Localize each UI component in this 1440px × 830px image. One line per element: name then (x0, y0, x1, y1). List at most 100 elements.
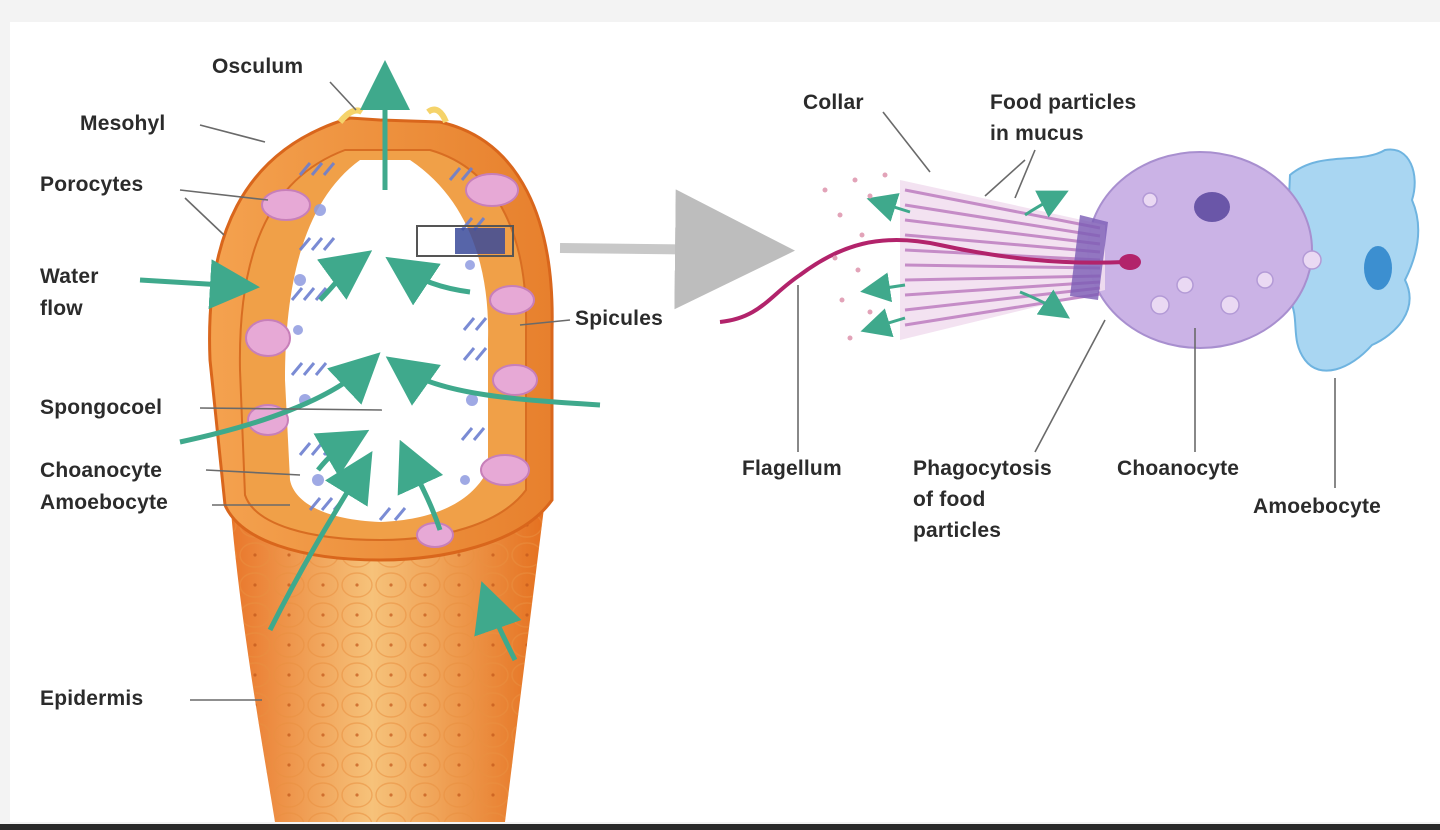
leader-line (1014, 149, 1036, 199)
arrow-right-icon (559, 189, 795, 310)
microvillus (904, 274, 1101, 282)
food-particle (867, 193, 873, 199)
leader-line (199, 124, 266, 143)
microvillus (904, 203, 1101, 238)
amoebocyte-nucleus (1364, 246, 1392, 290)
food-vacuole (1256, 271, 1274, 289)
food-particle (855, 267, 861, 273)
label-amoebocyte-right: Amoebocyte (1253, 495, 1382, 518)
choanocyte-cell-body (1087, 151, 1313, 349)
choanocyte-row (462, 347, 488, 361)
choanocyte-row (378, 507, 407, 521)
flagellum-strand (719, 238, 1126, 324)
leader-line (199, 407, 383, 411)
choanocyte-row (462, 317, 488, 331)
collar-base (1070, 215, 1108, 300)
porocyte (492, 364, 538, 396)
choanocyte-row (298, 162, 336, 176)
label-choanocyte-left: Choanocyte (40, 459, 163, 482)
label-mesohyl: Mesohyl (80, 112, 166, 135)
food-particle (832, 255, 838, 261)
label-osculum: Osculum (212, 55, 304, 78)
food-particle (852, 177, 858, 183)
zoom-arrow (559, 189, 795, 310)
arrow-icon (1024, 190, 1069, 218)
microvillus (904, 188, 1101, 230)
choanocyte-row (460, 427, 486, 441)
choanocyte-dot (293, 325, 303, 335)
leader-line (179, 189, 269, 201)
choanocyte-row (290, 362, 328, 376)
label-phagocytosis-line2: of food (913, 488, 986, 511)
leader-lines (179, 81, 1336, 701)
food-particle (882, 172, 888, 178)
bottom-border (0, 824, 1440, 830)
label-epidermis: Epidermis (40, 687, 144, 710)
porocyte (261, 189, 311, 221)
label-choanocyte-right: Choanocyte (1117, 457, 1240, 480)
porocyte (245, 319, 291, 357)
label-amoebocyte-left: Amoebocyte (40, 491, 169, 514)
choanocyte-row (448, 167, 474, 181)
food-vacuole (1176, 276, 1194, 294)
choanocyte-detail (719, 148, 1420, 372)
arrow-icon (860, 272, 906, 303)
choanocyte-dot (466, 394, 478, 406)
spongocoel-cavity (285, 160, 489, 522)
food-particle (822, 187, 828, 193)
food-vacuole (1142, 192, 1158, 208)
label-phagocytosis-line3: particles (913, 519, 1002, 542)
food-vacuole (1220, 295, 1240, 315)
choanocyte-dot (460, 475, 470, 485)
label-phagocytosis-line1: Phagocytosis (913, 457, 1052, 480)
food-particle (839, 297, 845, 303)
leader-line (329, 81, 357, 111)
arrow-icon (1019, 289, 1070, 319)
collar-microvilli (904, 188, 1101, 327)
label-water-flow-line1: Water (40, 265, 99, 288)
epidermis-cell-texture (230, 500, 545, 822)
arrow-icon (317, 250, 373, 302)
choanocyte-nucleus (1194, 192, 1230, 222)
food-particle (867, 309, 873, 315)
label-spongocoel: Spongocoel (40, 396, 163, 419)
choanocyte-dot (465, 260, 475, 270)
choanocyte-dot (314, 204, 326, 216)
leader-line (1034, 319, 1106, 453)
zoom-box-highlight (455, 228, 505, 254)
microvillus (904, 263, 1101, 270)
choanocyte-dot (312, 474, 324, 486)
food-particles (822, 172, 888, 341)
arrow-icon (866, 193, 911, 222)
arrow-icon (860, 308, 906, 338)
arrow-icon (385, 256, 471, 306)
label-spicules: Spicules (575, 307, 663, 330)
leader-line (184, 197, 225, 236)
porocyte (480, 454, 530, 486)
food-particle (859, 232, 865, 238)
leader-line (519, 319, 571, 326)
microvillus (904, 218, 1101, 246)
food-particle (837, 212, 843, 218)
arrow-icon (267, 450, 373, 632)
food-particle (847, 335, 853, 341)
label-food-particles-line1: Food particles (990, 91, 1137, 114)
food-vacuole (1150, 295, 1170, 315)
microvillus (904, 233, 1101, 254)
arrow-icon (313, 429, 370, 477)
flagellum-base (1119, 254, 1141, 270)
food-vacuoles (1142, 192, 1322, 315)
label-flagellum: Flagellum (742, 457, 842, 480)
choanocyte-dot (294, 274, 306, 286)
porocyte (465, 173, 519, 207)
collar-water-arrows (860, 190, 1070, 338)
leader-line (984, 159, 1026, 197)
label-collar: Collar (803, 91, 864, 114)
choanocyte-cells (293, 204, 478, 486)
arrow-icon (139, 259, 260, 310)
arrow-icon (474, 581, 522, 662)
arrow-icon (397, 439, 444, 531)
porocyte (416, 522, 454, 548)
